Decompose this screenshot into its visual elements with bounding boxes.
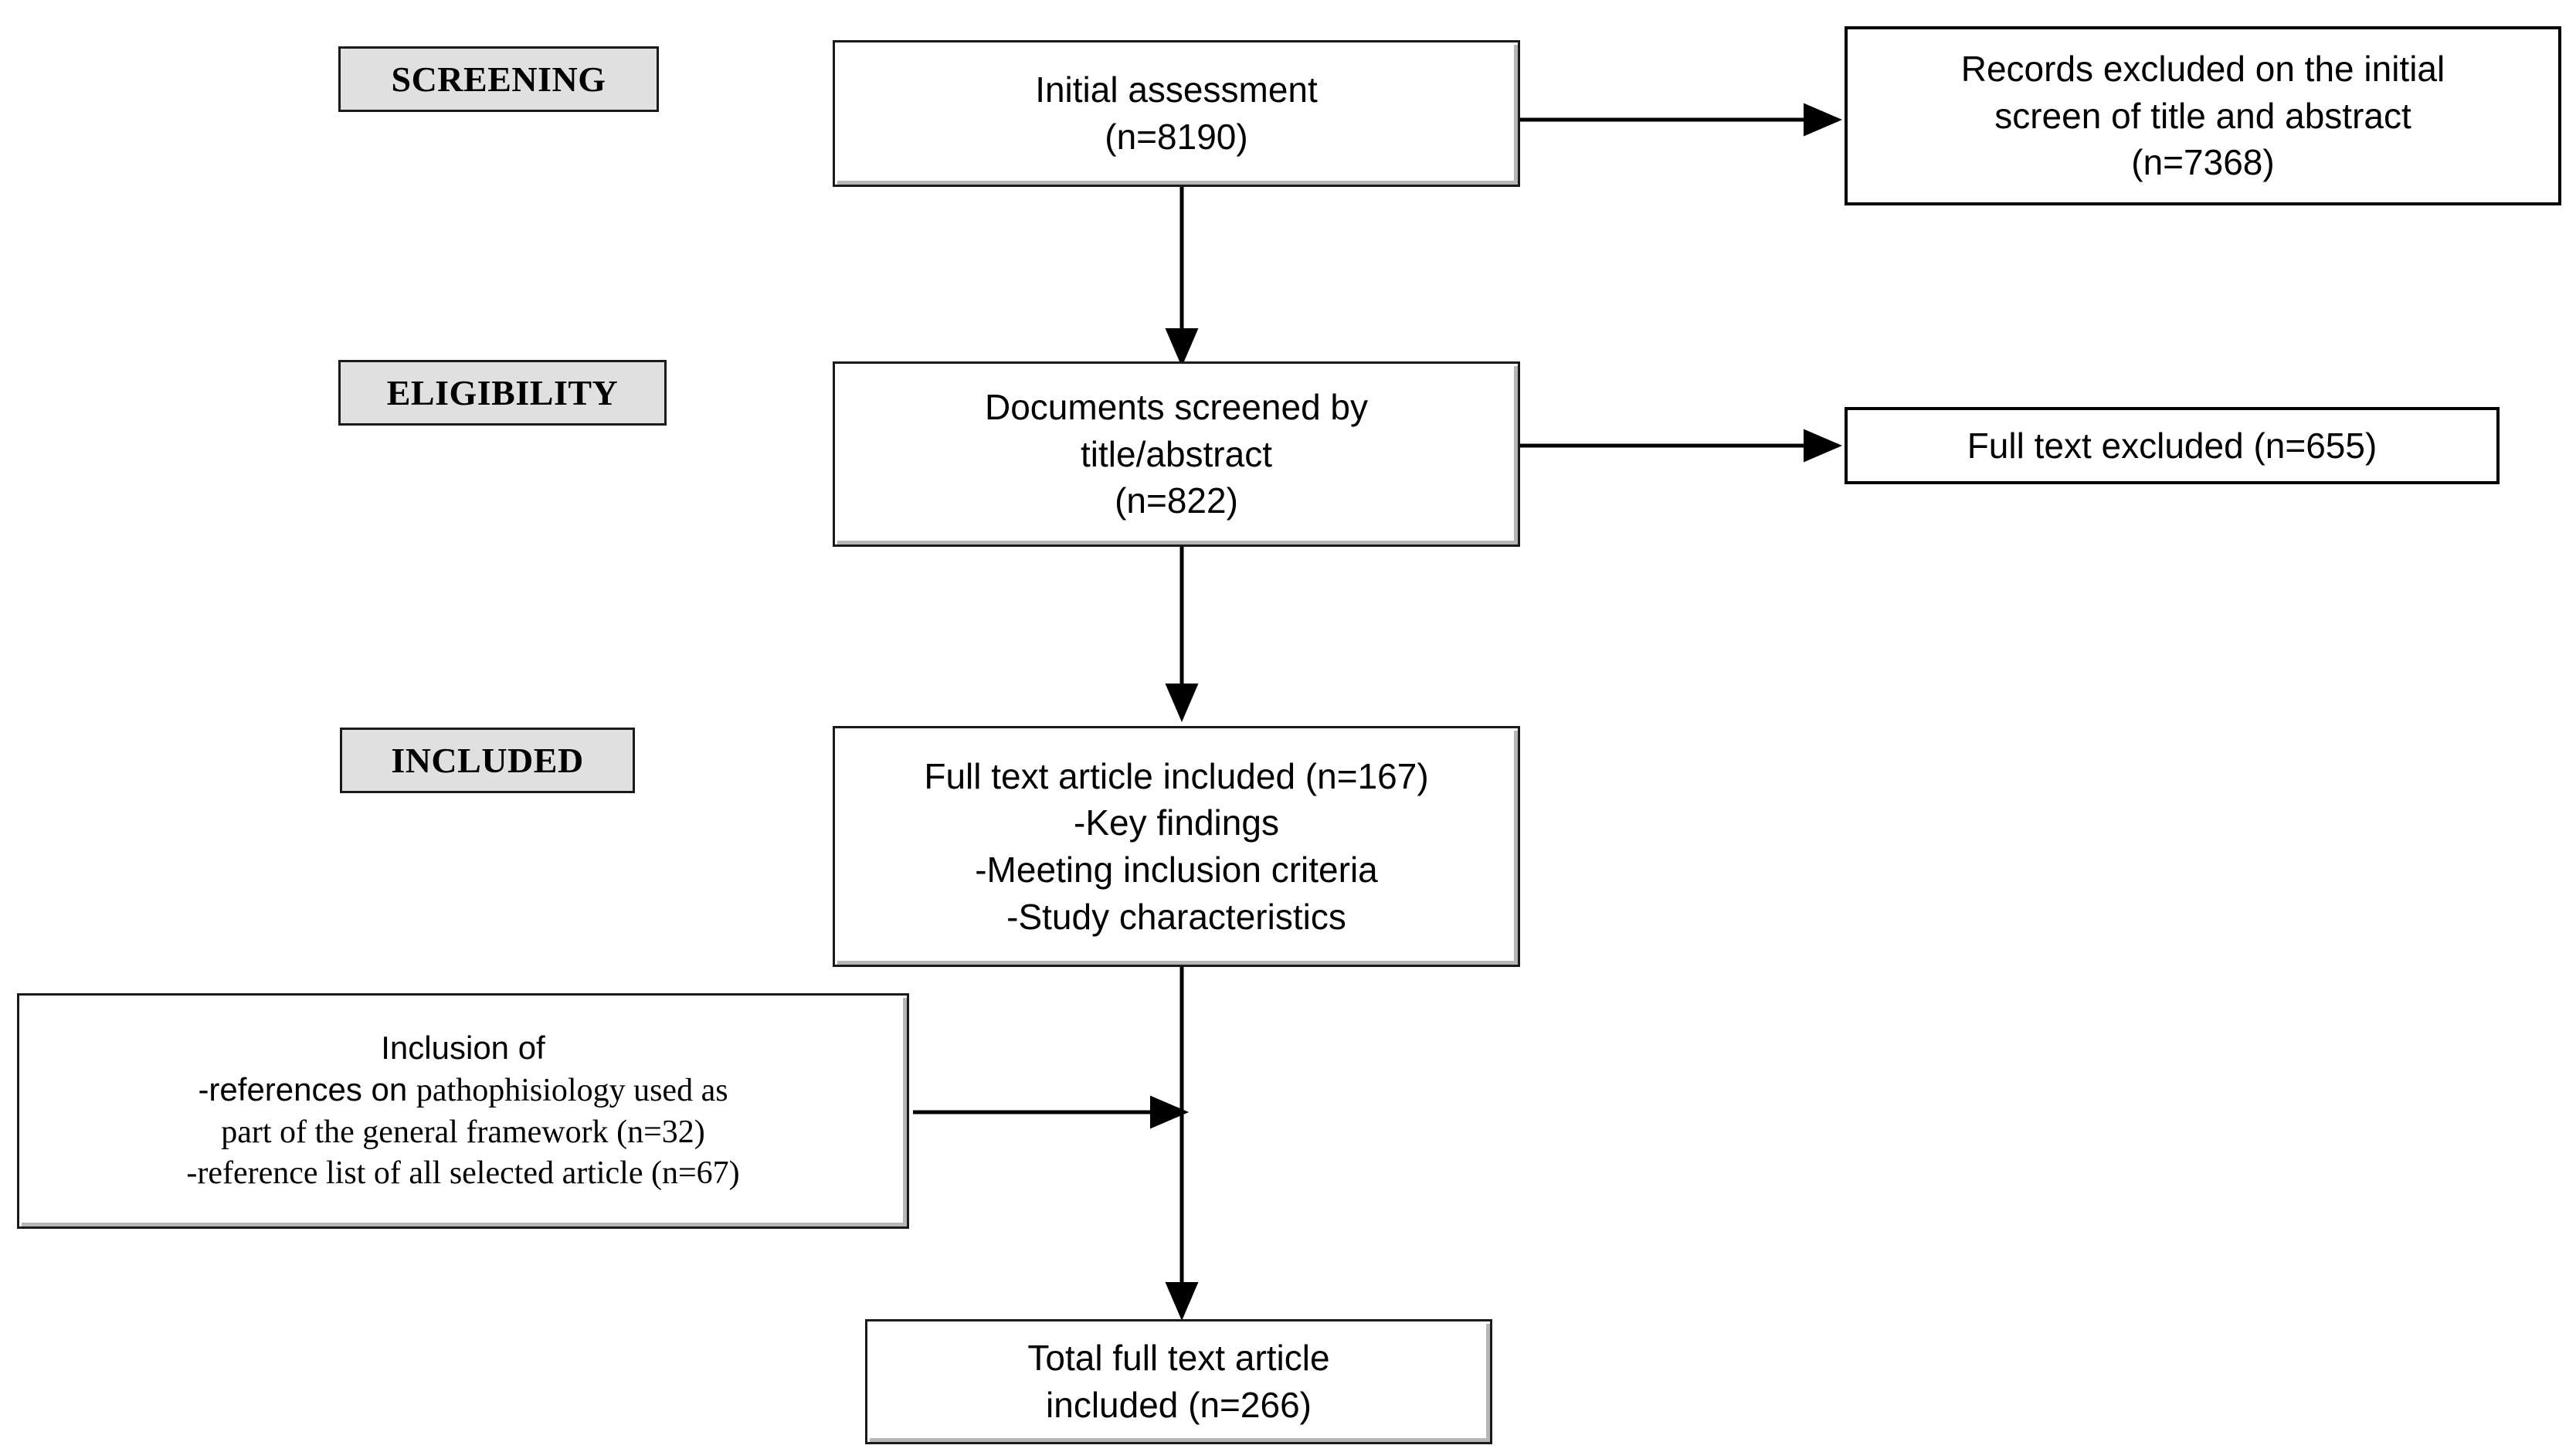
full-text-included-line-4: -Study characteristics [1006, 896, 1346, 937]
inclusion-of-line-2-serif: pathophisiology used as [416, 1072, 728, 1108]
full-text-excluded-line-1: Full text excluded (n=655) [1967, 425, 2377, 466]
stage-label-eligibility-text: ELIGIBILITY [386, 373, 619, 412]
box-total-included: Total full text article included (n=266) [865, 1319, 1492, 1444]
initial-assessment-line-1: Initial assessment [1035, 70, 1318, 110]
box-inclusion-of: Inclusion of -references on pathophisiol… [17, 993, 909, 1229]
inclusion-of-line-3: part of the general framework (n=32) [221, 1114, 705, 1150]
records-excluded-line-2: screen of title and abstract [1994, 95, 2411, 136]
documents-screened-line-3: (n=822) [1115, 480, 1238, 521]
box-full-text-excluded: Full text excluded (n=655) [1845, 407, 2500, 484]
full-text-included-line-2: -Key findings [1074, 802, 1279, 843]
records-excluded-line-3: (n=7368) [2131, 142, 2275, 183]
full-text-included-line-1: Full text article included (n=167) [924, 755, 1429, 796]
box-full-text-included: Full text article included (n=167) -Key … [833, 726, 1520, 967]
full-text-included-line-3: -Meeting inclusion criteria [975, 850, 1378, 890]
box-records-excluded: Records excluded on the initial screen o… [1845, 26, 2561, 205]
stage-label-screening-text: SCREENING [391, 59, 606, 99]
inclusion-of-line-2-sans: -references on [198, 1070, 416, 1108]
box-documents-screened: Documents screened by title/abstract (n=… [833, 361, 1520, 547]
stage-label-screening: SCREENING [338, 46, 659, 112]
stage-label-included-text: INCLUDED [391, 741, 584, 780]
records-excluded-line-1: Records excluded on the initial [1960, 48, 2445, 89]
inclusion-of-line-2: -references on pathophisiology used as [27, 1069, 899, 1112]
documents-screened-line-1: Documents screened by [984, 386, 1369, 427]
inclusion-of-line-4: -reference list of all selected article … [186, 1155, 740, 1192]
total-included-line-1: Total full text article [1027, 1338, 1330, 1379]
stage-label-included: INCLUDED [340, 728, 635, 793]
inclusion-of-line-1: Inclusion of [381, 1030, 545, 1066]
documents-screened-line-2: title/abstract [1081, 433, 1272, 474]
initial-assessment-line-2: (n=8190) [1105, 117, 1248, 157]
box-initial-assessment: Initial assessment (n=8190) [833, 40, 1520, 187]
total-included-line-2: included (n=266) [1046, 1385, 1312, 1425]
stage-label-eligibility: ELIGIBILITY [338, 360, 667, 426]
